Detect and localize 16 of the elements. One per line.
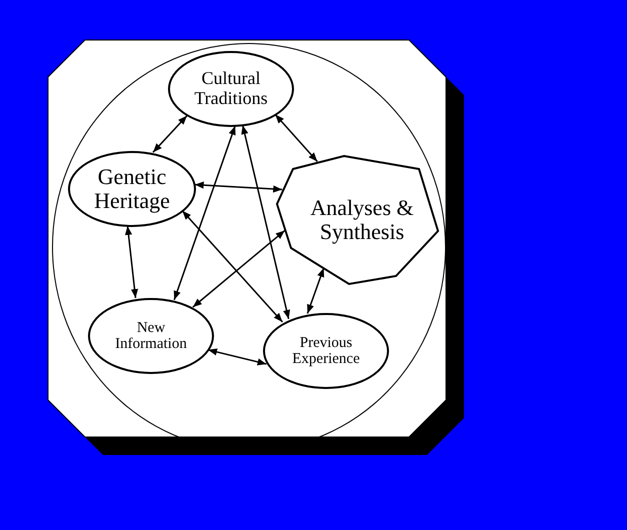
double-arrow [208, 348, 267, 366]
double-arrow [152, 115, 188, 153]
double-arrow [192, 230, 286, 308]
double-arrow [194, 182, 282, 193]
double-arrow [124, 226, 138, 298]
double-arrow [274, 114, 318, 162]
node-label: Analyses & Synthesis [309, 196, 415, 244]
double-arrow [241, 125, 290, 320]
node-label: Genetic Heritage [93, 164, 171, 214]
double-arrow [306, 268, 324, 314]
double-arrow [182, 210, 284, 322]
node-label: Cultural Traditions [193, 69, 269, 109]
double-arrow [174, 126, 236, 300]
node-label: Previous Experience [291, 334, 361, 368]
heptagon-node [277, 156, 439, 284]
node-label: New Information [114, 320, 188, 352]
